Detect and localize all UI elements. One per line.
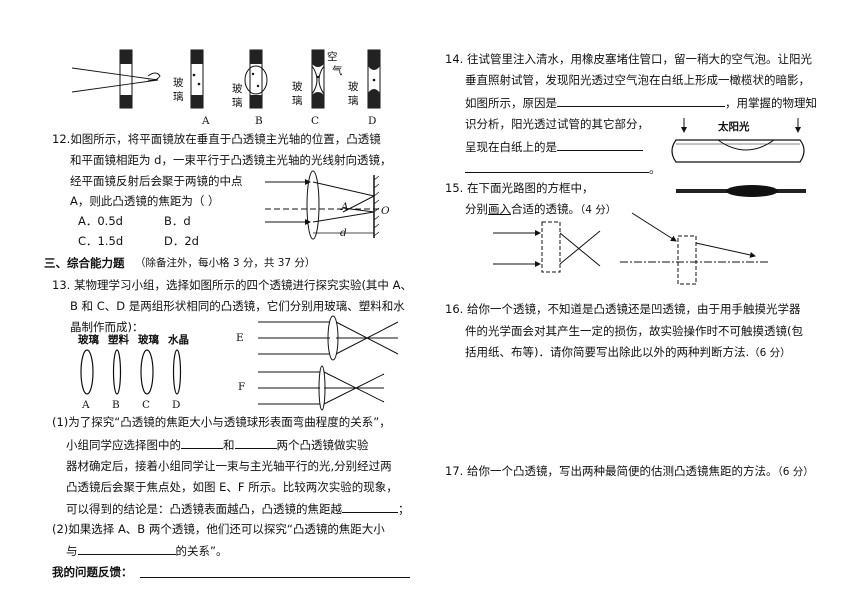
block-c: [244, 49, 268, 109]
text-segment: 与: [66, 544, 78, 558]
fig-point-o: O: [381, 205, 390, 217]
q14-line: 。: [465, 161, 661, 176]
glass-label: 玻: [232, 83, 243, 95]
fig-label-f: F: [238, 381, 246, 393]
text-segment: 。: [649, 162, 661, 176]
block-d: [311, 49, 325, 109]
text-segment: 可以得到的结论是：凸透镜表面越凸，凸透镜的焦距越: [66, 502, 342, 516]
section-title: 三、综合能力题: [44, 256, 125, 270]
glass-label: 璃: [173, 91, 184, 103]
feedback-line[interactable]: [140, 577, 410, 578]
text-segment: 合适的透镜。: [511, 202, 580, 216]
text-segment: 的关系”。: [175, 544, 228, 558]
lens-letter: D: [172, 399, 181, 411]
q16-line: 括用纸、布等)．请你简要写出除此以外的两种判断方法.（6 分）: [465, 345, 791, 360]
lens-letter: B: [112, 399, 120, 411]
air-label: 空: [327, 51, 338, 63]
option-c: C．1.5d: [78, 234, 124, 248]
glass-label: 璃: [232, 97, 243, 109]
q14-line: 呈现在白纸上的是: [465, 139, 643, 154]
q14-line: 垂直照射试管，发现阳光透过空气泡在白纸上形成一橄榄状的暗影，: [465, 73, 810, 87]
q15-line: 15. 在下面光路图的方框中，: [445, 181, 594, 195]
q16-line: 件的光学面会对其产生一定的损伤，故实验操作时不可触摸透镜(包: [465, 324, 803, 338]
text-segment: ；: [398, 502, 410, 516]
answer-blank[interactable]: [77, 543, 176, 555]
answer-blank[interactable]: [557, 139, 643, 151]
answer-blank[interactable]: [234, 437, 277, 449]
text-segment: 如图所示，原因是: [465, 96, 557, 110]
text-segment: ，用掌握的物理知: [725, 96, 817, 110]
answer-blank[interactable]: [181, 437, 223, 449]
q13-part1-fill: 小组同学应选择图中的 和 两个凸透镜做实验: [66, 437, 369, 452]
q13-part1: (1)为了探究“凸透镜的焦距大小与透镜球形表面弯曲程度的关系”，: [52, 415, 391, 429]
text-segment: 两个凸透镜做实验: [276, 438, 369, 452]
q13-part2: (2)如果选择 A、B 两个透镜，他们还可以探究“凸透镜的焦距大小: [52, 522, 385, 536]
glass-label: 璃: [292, 95, 303, 107]
q17-line: 17. 给你一个凸透镜，写出两种最简便的估测凸透镜焦距的方法。（6 分）: [445, 464, 814, 479]
q13-line: 13. 某物理学习小组，选择如图所示的四个透镜进行探究实验(其中 A、: [52, 278, 412, 292]
q13-part2-fill: 与 的关系”。: [66, 543, 227, 558]
q12-line: A，则此凸透镜的焦距为（ ）: [70, 194, 220, 208]
fig-label-e: E: [236, 332, 244, 344]
q12-line: 和平面镜相距为 d，一束平行于凸透镜主光轴的光线射向透镜，: [70, 153, 392, 167]
q16-line: 16. 给你一个透镜，不知道是凸透镜还是凹透镜，由于用手触摸光学器: [445, 302, 801, 316]
answer-blank[interactable]: [342, 501, 398, 513]
q14-line: 识分析，阳光透过试管的其它部分，: [465, 117, 649, 131]
q13-part1-conclusion: 可以得到的结论是：凸透镜表面越凸，凸透镜的焦距越 ；: [66, 501, 410, 516]
text-segment: 分别: [465, 202, 488, 216]
glass-label: 玻: [348, 81, 359, 93]
q13-line: 晶制作而成)：: [70, 320, 144, 334]
q13-line: 凸透镜后会聚于焦点处，如图 E、F 所示。比较两次实验的现象，: [66, 480, 398, 494]
lens-material-label: 玻璃: [78, 334, 99, 346]
q15-line: 分别画入合适的透镜。（4 分）: [465, 202, 616, 217]
feedback-label: 我的问题反馈：: [52, 565, 133, 579]
lens-material-label: 塑料: [108, 334, 129, 346]
lens-letter: A: [82, 399, 90, 411]
block-e: [367, 49, 381, 109]
air-label: 气: [332, 65, 343, 77]
q14-line: 14. 往试管里注入清水，用橡皮塞堵住管口，留一稍大的空气泡。让阳光: [445, 52, 812, 66]
text-segment: 小组同学应选择图中的: [66, 438, 181, 452]
lens-letter: C: [142, 399, 151, 411]
figure-letter: C: [311, 115, 320, 127]
glass-label: 玻: [292, 81, 303, 93]
answer-blank[interactable]: [465, 161, 649, 173]
glass-label: 玻: [173, 77, 184, 89]
q13-line: B 和 C、D 是两组形状相同的凸透镜，它们分别用玻璃、塑料和水: [70, 299, 405, 313]
text-segment: 括用纸、布等)．请你简要写出除此以外的两种判断方法.: [465, 345, 750, 359]
answer-blank[interactable]: [557, 95, 725, 107]
lens-material-label: 水晶: [168, 334, 189, 346]
figure-letter: D: [368, 115, 377, 127]
q12-line: 经平面镜反射后会聚于两镜的中点: [70, 174, 243, 188]
figure-letter: A: [202, 115, 210, 127]
option-d: D．2d: [164, 234, 199, 248]
text-segment: 和: [223, 438, 235, 452]
q13-line: 器材确定后，接着小组同学让一束与主光轴平行的光,分别经过两: [66, 459, 392, 473]
fig-sunlight-label: 太阳光: [718, 121, 750, 133]
text-segment: 画入: [488, 202, 511, 216]
score-note: （6 分）: [777, 466, 814, 478]
fig-point-a: A: [341, 201, 349, 213]
q12-line: 12.如图所示，将平面镜放在垂直于凸透镜主光轴的位置，凸透镜: [52, 132, 381, 146]
block-a: [71, 49, 161, 109]
glass-label: 璃: [348, 95, 359, 107]
fig-distance-d: d: [340, 227, 347, 239]
text-segment: 呈现在白纸上的是: [465, 140, 557, 154]
text-segment: 17. 给你一个凸透镜，写出两种最简便的估测凸透镜焦距的方法。: [445, 464, 778, 478]
q14-line: 如图所示，原因是 ，用掌握的物理知: [465, 95, 817, 110]
score-note: （6 分）: [749, 347, 791, 359]
lens-material-label: 玻璃: [138, 334, 159, 346]
option-b: B．d: [164, 214, 191, 228]
score-note: （4 分）: [580, 204, 617, 216]
section-note: （除备注外，每小格 3 分，共 37 分）: [135, 257, 316, 269]
option-a: A．0.5d: [78, 214, 123, 228]
figure-letter: B: [255, 115, 263, 127]
block-b: [190, 49, 204, 109]
